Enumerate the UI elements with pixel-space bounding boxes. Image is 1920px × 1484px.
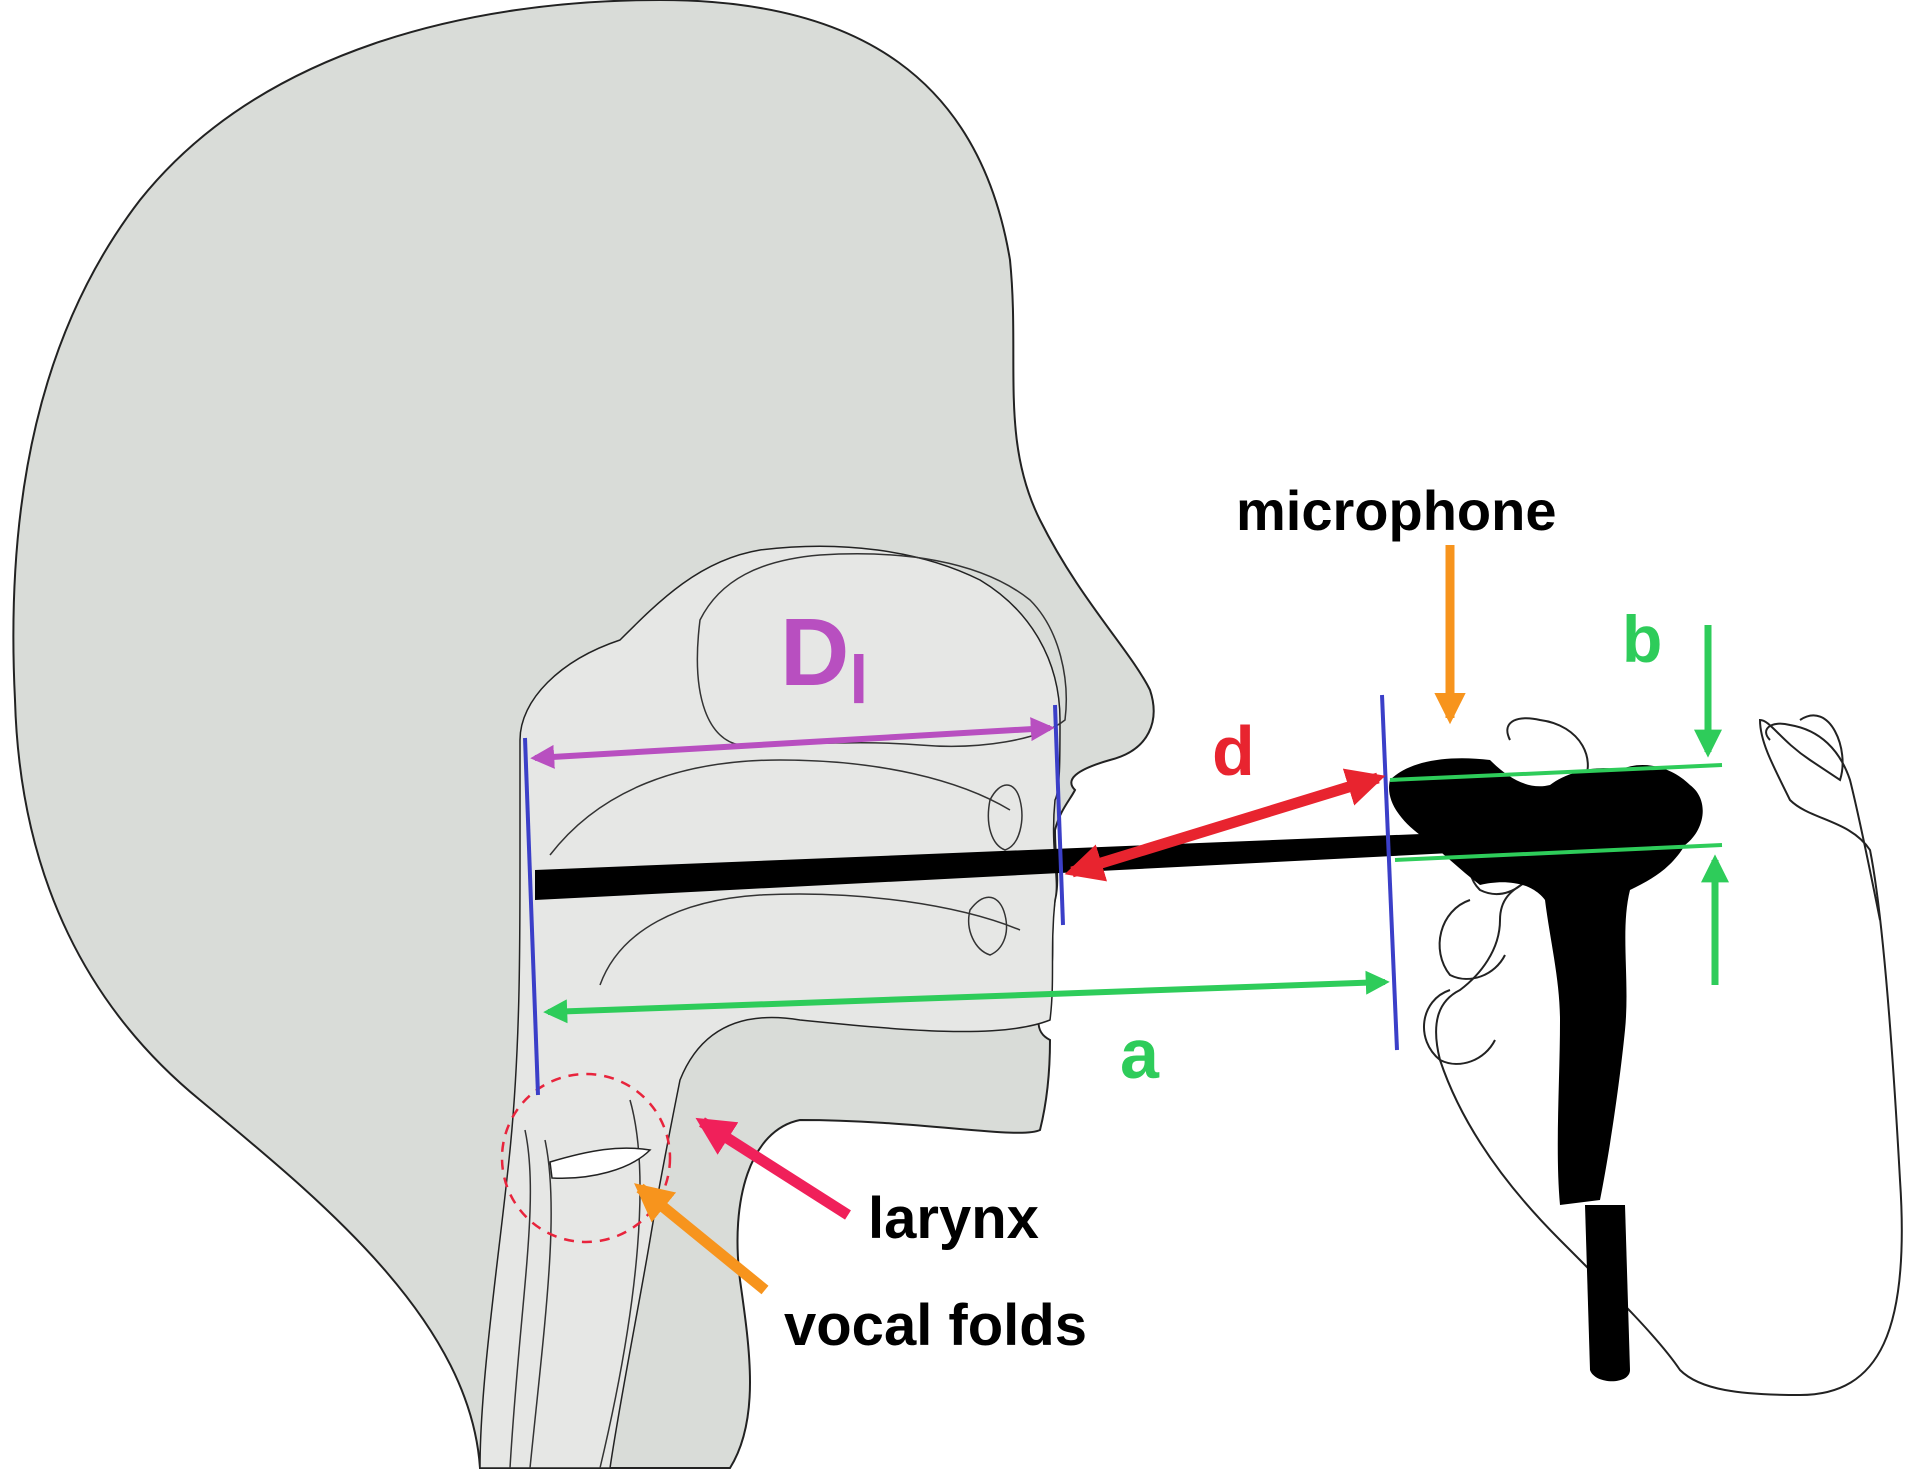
b-line-bottom (1394, 843, 1723, 862)
a-arrow (543, 970, 1390, 1024)
dl-label-sub: l (849, 642, 868, 718)
trachea-wall-inner (529, 1139, 552, 1469)
microphone-label: microphone (1236, 479, 1556, 542)
d-arrow (1064, 768, 1386, 882)
thumb-outline (1765, 722, 1881, 921)
vocal-folds-label: vocal folds (784, 1293, 1087, 1358)
vocal-folds-arrow (634, 1183, 769, 1295)
dl-arrow (530, 717, 1055, 769)
reference-line-lips (1053, 704, 1065, 926)
finger-2 (1438, 899, 1506, 980)
reference-line-lens (1380, 694, 1399, 1051)
esophagus-wall (599, 1099, 641, 1469)
teeth-lower (968, 896, 1008, 956)
larynx-circle (500, 1072, 672, 1244)
a-label: a (1120, 1015, 1160, 1093)
finger-3 (1423, 989, 1496, 1065)
larynx-arrow (695, 1117, 851, 1220)
reference-line-larynx (523, 737, 540, 1096)
trachea-wall (509, 1129, 532, 1469)
tongue-contour (599, 893, 1021, 986)
b-line-top (1389, 763, 1723, 782)
b-label: b (1622, 602, 1662, 676)
d-label: d (1212, 712, 1255, 790)
larynx-label: larynx (868, 1186, 1039, 1251)
dl-label: Dl (780, 599, 868, 718)
vocal-folds-shape (549, 1147, 652, 1179)
laryngoscope-head (1389, 758, 1703, 1205)
teeth-upper (987, 784, 1023, 851)
laryngoscope-handle (1585, 1205, 1630, 1382)
dl-label-main: D (780, 599, 849, 706)
